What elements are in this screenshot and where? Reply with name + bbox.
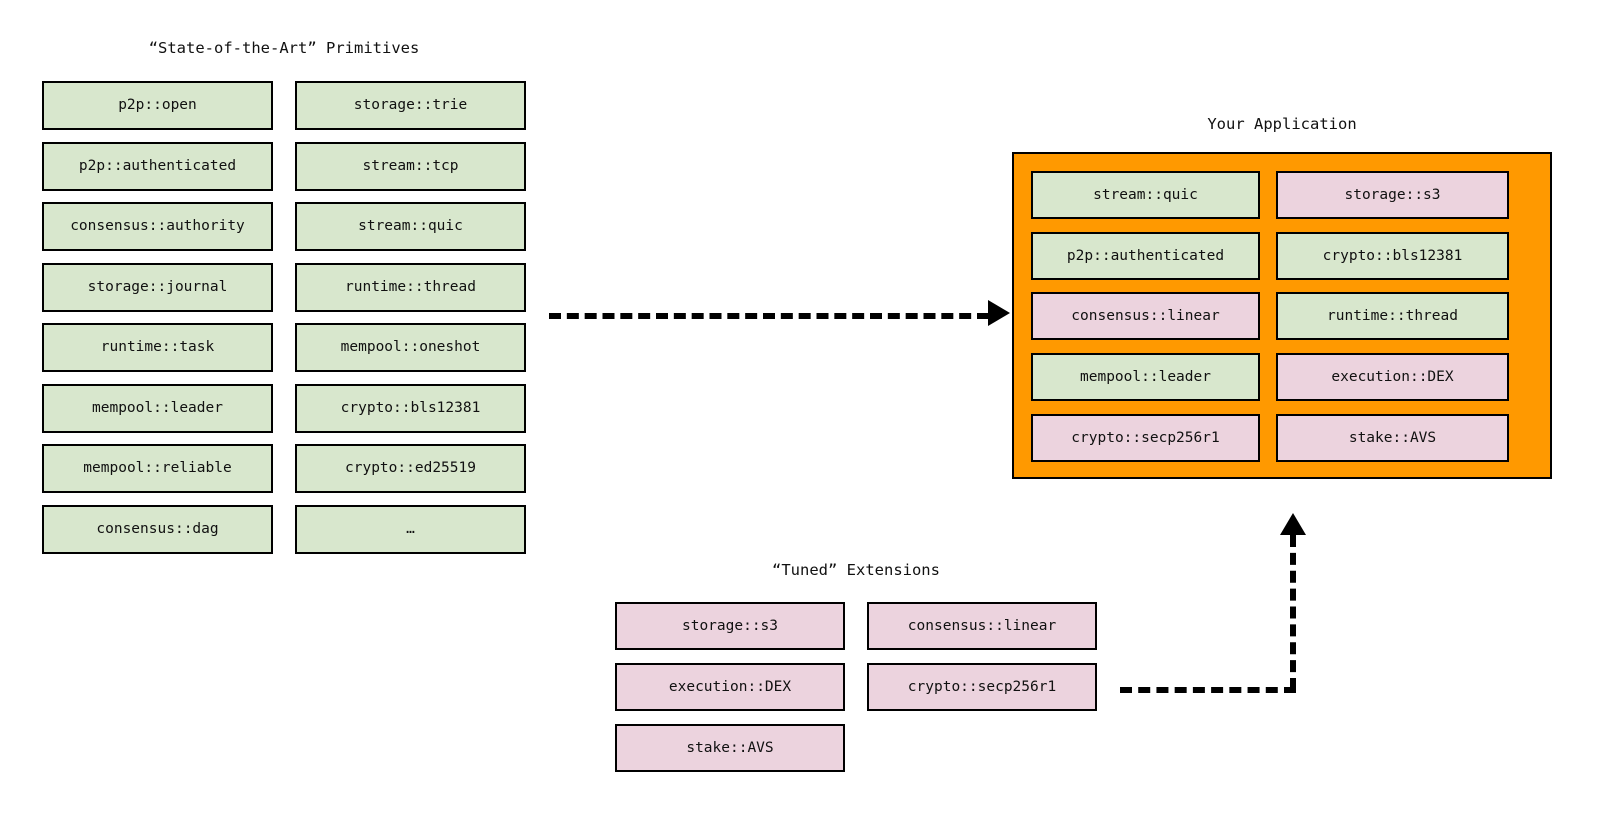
primitive-chip: crypto::bls12381 <box>295 384 526 433</box>
primitive-chip: storage::journal <box>42 263 273 312</box>
primitive-chip: p2p::authenticated <box>42 142 273 191</box>
application-chip: crypto::secp256r1 <box>1031 414 1260 462</box>
primitives-title: “State-of-the-Art” Primitives <box>148 39 420 57</box>
extensions-to-application-arrowhead-icon <box>1280 513 1306 535</box>
application-chip: stream::quic <box>1031 171 1260 219</box>
primitive-chip: mempool::leader <box>42 384 273 433</box>
primitive-chip: consensus::authority <box>42 202 273 251</box>
primitive-chip: runtime::thread <box>295 263 526 312</box>
extensions-title: “Tuned” Extensions <box>772 561 940 579</box>
application-chip: storage::s3 <box>1276 171 1509 219</box>
primitive-chip: stream::tcp <box>295 142 526 191</box>
extension-chip: storage::s3 <box>615 602 845 650</box>
primitive-chip: p2p::open <box>42 81 273 130</box>
extension-chip: crypto::secp256r1 <box>867 663 1097 711</box>
extension-chip: execution::DEX <box>615 663 845 711</box>
primitive-chip: consensus::dag <box>42 505 273 554</box>
application-chip: p2p::authenticated <box>1031 232 1260 280</box>
primitives-to-application-arrow-line <box>549 313 989 319</box>
application-title: Your Application <box>1207 115 1357 133</box>
primitive-chip: stream::quic <box>295 202 526 251</box>
primitive-chip: runtime::task <box>42 323 273 372</box>
application-chip: crypto::bls12381 <box>1276 232 1509 280</box>
extension-chip: consensus::linear <box>867 602 1097 650</box>
application-chip: execution::DEX <box>1276 353 1509 401</box>
primitive-chip: … <box>295 505 526 554</box>
application-chip: consensus::linear <box>1031 292 1260 340</box>
application-chip: mempool::leader <box>1031 353 1260 401</box>
primitive-chip: storage::trie <box>295 81 526 130</box>
primitive-chip: mempool::reliable <box>42 444 273 493</box>
primitives-to-application-arrowhead-icon <box>988 300 1010 326</box>
primitive-chip: crypto::ed25519 <box>295 444 526 493</box>
application-chip: runtime::thread <box>1276 292 1509 340</box>
application-chip: stake::AVS <box>1276 414 1509 462</box>
extensions-to-application-arrow-horizontal <box>1120 687 1296 693</box>
extensions-to-application-arrow-vertical <box>1290 535 1296 690</box>
primitive-chip: mempool::oneshot <box>295 323 526 372</box>
extension-chip: stake::AVS <box>615 724 845 772</box>
